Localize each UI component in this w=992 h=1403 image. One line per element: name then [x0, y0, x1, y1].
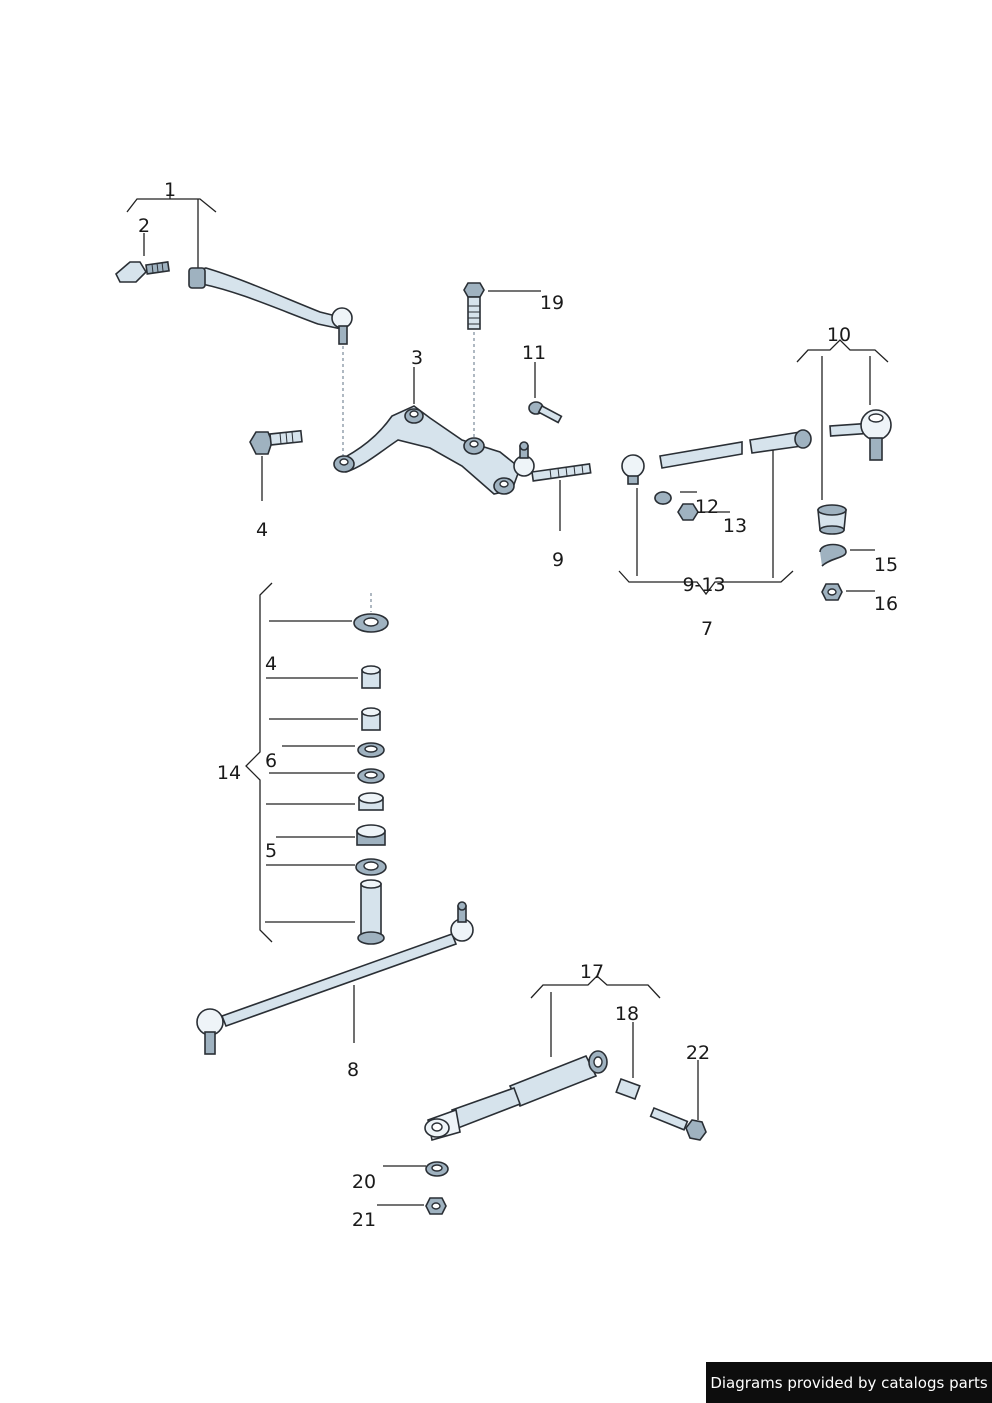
- drag-link-assembly: [115, 192, 353, 345]
- callout-20: 20: [352, 1171, 376, 1193]
- callout-10: 10: [827, 324, 851, 346]
- tie-rod-end-part-10: [796, 339, 892, 601]
- nut-part-21: [377, 1197, 447, 1215]
- bushing-part-18: [615, 1022, 641, 1101]
- callout-21: 21: [352, 1209, 376, 1231]
- bolt-part-22: [649, 1060, 707, 1141]
- callout-16: 16: [874, 593, 898, 615]
- callout-1: 1: [164, 179, 176, 201]
- callout-3: 3: [411, 347, 423, 369]
- callout-17: 17: [580, 961, 604, 983]
- steering-damper-part-17: [424, 975, 661, 1142]
- callout-11: 11: [522, 342, 546, 364]
- washer-part-20: [383, 1161, 449, 1177]
- bolt-part-19: [463, 282, 541, 330]
- callout-19: 19: [540, 292, 564, 314]
- bolt-part-4-upper: [249, 429, 303, 501]
- callout-4-lower: 4: [265, 653, 277, 675]
- callout-12: 12: [695, 496, 719, 518]
- steering-arm-part-3: [333, 367, 592, 495]
- callout-2: 2: [138, 215, 150, 237]
- screw-part-11: [528, 362, 563, 424]
- tie-rod-part-7: [618, 429, 812, 596]
- bushing-kit-part-14: [245, 582, 389, 945]
- callout-22: 22: [686, 1042, 710, 1064]
- credit-banner: Diagrams provided by catalogs parts: [706, 1362, 992, 1403]
- callout-13: 13: [723, 515, 747, 537]
- callout-4-upper: 4: [256, 519, 268, 541]
- callout-9: 9: [552, 549, 564, 571]
- callout-5: 5: [265, 840, 277, 862]
- callout-14: 14: [217, 762, 241, 784]
- credit-text: Diagrams provided by catalogs parts: [710, 1373, 988, 1392]
- tie-rod-part-8: [196, 901, 474, 1055]
- callout-9-13: 9-13: [682, 574, 725, 596]
- callout-labels: 1 2 3 4 4 5 6 7 8 9 9-13 10 11 12 13 14 …: [138, 179, 898, 1231]
- callout-15: 15: [874, 554, 898, 576]
- ball-joint-part-2: [115, 261, 170, 283]
- callout-8: 8: [347, 1059, 359, 1081]
- callout-18: 18: [615, 1003, 639, 1025]
- callout-6: 6: [265, 750, 277, 772]
- callout-7: 7: [701, 618, 713, 640]
